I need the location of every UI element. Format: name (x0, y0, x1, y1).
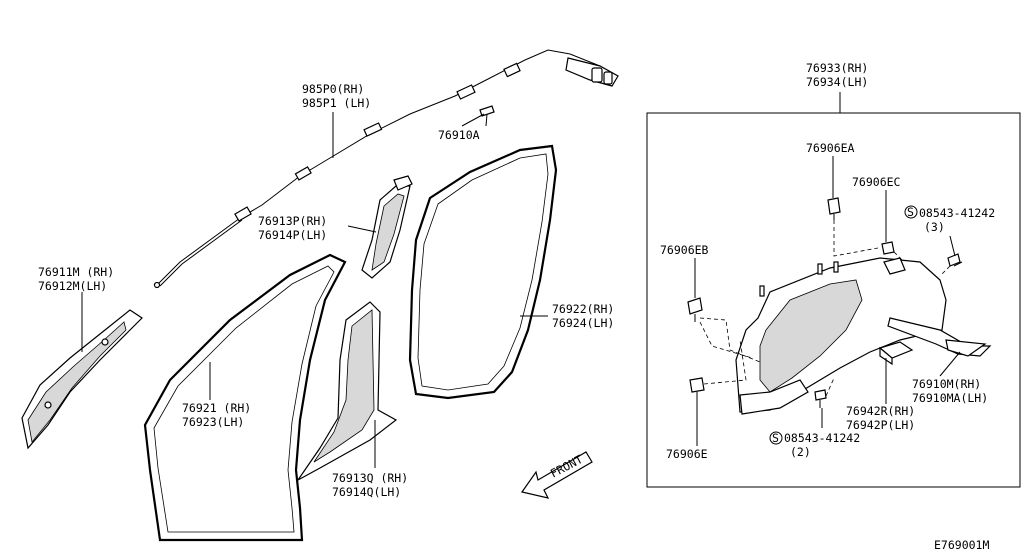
rear-pillar-trim (735, 257, 947, 415)
label-clip-e: 76906E (666, 447, 708, 461)
label-clip-eb: 76906EB (660, 243, 709, 257)
label-clip-ea: 76906EA (806, 141, 855, 155)
detail-box (646, 112, 1021, 488)
bracket (878, 341, 914, 366)
label-screw-top-qty: (3) (924, 220, 945, 234)
label-panel-lh: 76910MA(LH) (912, 391, 988, 405)
screw-symbol-bottom-letter: S (772, 431, 779, 445)
a-pillar-upper-finisher (21, 309, 143, 450)
label-clip-ec: 76906EC (852, 175, 901, 189)
label-bolt-a: 76910A (438, 128, 480, 142)
label-bracket-rh: 76942R(RH) (846, 404, 915, 418)
label-panel-rh: 76910M(RH) (912, 377, 981, 391)
curtain-airbag (153, 49, 619, 289)
front-door-weatherstrip (143, 253, 347, 542)
label-rear-weatherstrip-lh: 76924(LH) (552, 316, 614, 330)
screw-symbol-bottom (769, 431, 783, 445)
label-b-pillar-upper-rh: 76913P(RH) (258, 214, 327, 228)
front-direction-arrow (520, 451, 593, 499)
lower-panel (887, 317, 992, 357)
assembly-lines (699, 220, 951, 397)
leader-lines (81, 112, 961, 468)
label-airbag-rh: 985P0(RH) (302, 82, 364, 96)
screw-symbol-top-letter: S (907, 205, 914, 219)
diagram-code: E769001M (934, 538, 989, 552)
label-a-pillar-lh: 76912M(LH) (38, 279, 107, 293)
fasteners (687, 197, 963, 408)
callout-labels: 985P0(RH) 985P1 (LH) 76910A 76911M (RH) … (38, 61, 995, 552)
label-screw-bottom-part: 08543-41242 (784, 431, 860, 445)
label-screw-bottom-qty: (2) (790, 445, 811, 459)
label-a-pillar-rh: 76911M (RH) (38, 265, 114, 279)
b-pillar-upper-finisher (361, 175, 413, 279)
label-b-pillar-lower-lh: 76914Q(LH) (332, 485, 401, 499)
label-rear-weatherstrip-rh: 76922(RH) (552, 302, 614, 316)
label-rear-pillar-lh: 76934(LH) (806, 75, 868, 89)
label-bracket-lh: 76942P(LH) (846, 418, 915, 432)
label-front-weatherstrip-lh: 76923(LH) (182, 415, 244, 429)
label-b-pillar-lower-rh: 76913Q (RH) (332, 471, 408, 485)
label-b-pillar-upper-lh: 76914P(LH) (258, 228, 327, 242)
screw-symbol-top (904, 205, 918, 219)
rear-door-weatherstrip (408, 144, 558, 400)
label-screw-top-part: 08543-41242 (919, 206, 995, 220)
b-pillar-lower-finisher (297, 301, 398, 481)
label-airbag-lh: 985P1 (LH) (302, 96, 371, 110)
label-front-weatherstrip-rh: 76921 (RH) (182, 401, 251, 415)
label-rear-pillar-rh: 76933(RH) (806, 61, 868, 75)
